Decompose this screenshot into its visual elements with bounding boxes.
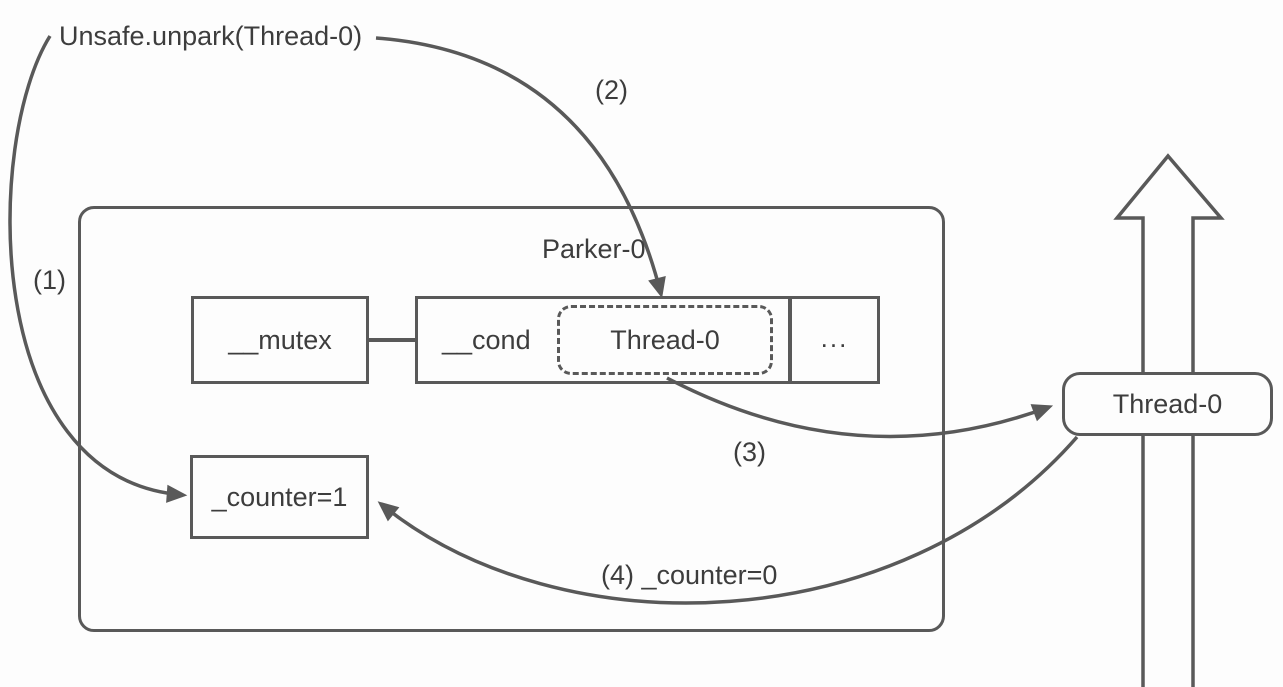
cond-cell-divider: [788, 299, 792, 381]
external-thread-label: Thread-0: [1112, 388, 1223, 419]
arrow-4-reset-counter: [377, 435, 1079, 605]
cond-label: __cond: [442, 324, 531, 355]
step-4-label: (4) _counter=0: [601, 560, 778, 590]
external-thread-box: Thread-0: [1062, 372, 1273, 436]
waiting-thread-dashed-box: Thread-0: [557, 305, 773, 375]
cond-box: __cond Thread-0 ...: [415, 296, 880, 384]
parker-title: Parker-0: [542, 234, 646, 264]
parker-container-box: [78, 206, 945, 632]
cond-more-cell: ...: [820, 322, 849, 353]
arrow-3-wake-thread: [666, 376, 1054, 439]
step-3-label: (3): [733, 437, 766, 467]
mutex-box: __mutex: [191, 296, 369, 384]
counter-label: _counter=1: [211, 481, 348, 512]
arrow-1-set-counter: [8, 35, 188, 503]
step-1-label: (1): [33, 265, 66, 295]
arrow-2-to-parker-cond: [375, 36, 666, 299]
counter-box: _counter=1: [190, 455, 369, 539]
mutex-cond-connector-line: [369, 338, 415, 342]
unsafe-unpark-title: Unsafe.unpark(Thread-0): [59, 21, 363, 51]
mutex-label: __mutex: [228, 324, 332, 355]
step-2-label: (2): [595, 75, 628, 105]
waiting-thread-label: Thread-0: [610, 324, 720, 355]
